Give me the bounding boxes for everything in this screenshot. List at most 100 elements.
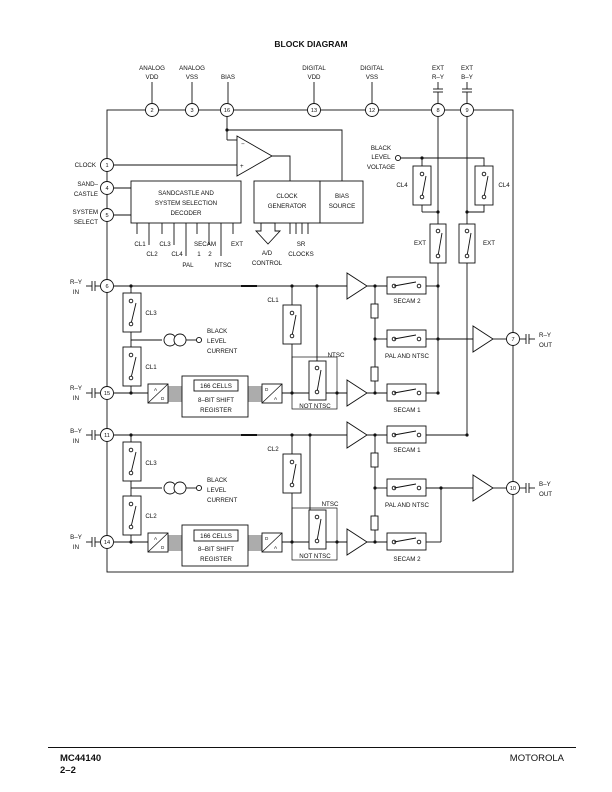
ntsc-switch-by	[308, 435, 327, 550]
footer-page-number: 2–2	[60, 765, 76, 776]
diagram-title: BLOCK DIAGRAM	[274, 39, 347, 49]
pin-digital-vss: DIGITAL VSS 12	[360, 65, 384, 117]
black-level-voltage-label: LEVEL	[371, 154, 391, 161]
da-label: A	[274, 396, 278, 401]
pin-ry-in-6: R–Y IN 6	[70, 279, 114, 296]
decoder-out-cl1: CL1	[134, 241, 146, 248]
pal-ntsc-label-ry: PAL AND NTSC	[385, 353, 430, 360]
cl3-label-by: CL3	[145, 460, 157, 467]
pin-label: IN	[73, 544, 79, 551]
pin-label: EXT	[432, 65, 444, 72]
pin-label: R–Y	[70, 385, 82, 392]
cl4-label-right: CL4	[498, 182, 510, 189]
pin-circle	[307, 103, 321, 117]
ntsc-select-frame-ry	[291, 356, 338, 410]
da-converter-ry: D A	[261, 383, 283, 404]
pin-number: 13	[311, 108, 317, 114]
cl2-label-mid-by: CL2	[267, 446, 279, 453]
pin-ry-out-7: 7 R–Y OUT	[506, 332, 552, 349]
pin-label: SAND–	[77, 181, 98, 188]
shift-register-label: REGISTER	[200, 407, 232, 414]
pin-circle	[431, 103, 445, 117]
pin-number: 11	[104, 433, 110, 439]
sr-clocks-label: SR	[297, 241, 306, 248]
decoder-out-cl2: CL2	[146, 251, 158, 258]
ad-control-label: CONTROL	[252, 260, 283, 267]
pin-ry-in-15: R–Y IN 15	[70, 385, 114, 402]
pin-ext-ry: EXT R–Y 8	[431, 65, 445, 117]
output-buffer-by	[472, 474, 494, 502]
buffer-ry-bottom	[346, 379, 368, 407]
pin-bias: BIAS 16	[220, 74, 235, 117]
not-ntsc-label-ry: NOT NTSC	[299, 403, 331, 410]
secam2-switch-ry	[386, 276, 427, 295]
pin-label: OUT	[539, 491, 552, 498]
pin-circle	[220, 103, 234, 117]
da-label: D	[265, 536, 269, 541]
pin-sublabel: VSS	[186, 74, 198, 81]
current-source-icon	[163, 481, 203, 495]
secam1-label-ry: SECAM 1	[393, 407, 421, 414]
pin-sandcastle: SAND– CASTLE 4	[74, 181, 131, 198]
shift-register-label: REGISTER	[200, 556, 232, 563]
pin-sublabel: VDD	[307, 74, 321, 81]
shift-register-label: 8–BIT SHIFT	[198, 397, 234, 404]
pin-sublabel: VDD	[145, 74, 159, 81]
pin-number: 7	[511, 337, 514, 343]
op-amp-plus: +	[240, 163, 244, 170]
pin-label: BIAS	[221, 74, 235, 81]
shift-register-cells: 166 CELLS	[200, 533, 232, 540]
pin-sublabel: B–Y	[461, 74, 473, 81]
block-label: SOURCE	[329, 203, 355, 210]
secam2-label-by: SECAM 2	[393, 556, 421, 563]
black-level-voltage-node	[394, 154, 402, 162]
cl4-switch-left	[412, 165, 432, 212]
ext-label-ry: EXT	[414, 240, 426, 247]
pin-label: B–Y	[539, 481, 551, 488]
cl4-label-left: CL4	[396, 182, 408, 189]
pal-ntsc-switch-by	[386, 478, 427, 497]
footer-part: MC44140 2–2	[60, 753, 101, 777]
resistor-divider-ry	[370, 286, 379, 393]
footer-rule	[48, 747, 576, 748]
cl1-switch-mid-ry	[282, 286, 302, 393]
buffer-by-top	[346, 421, 368, 449]
pin-number: 6	[105, 284, 108, 290]
decoder-out-ext: EXT	[231, 241, 243, 248]
ad-label: A	[154, 387, 158, 392]
pin-label: R–Y	[70, 279, 82, 286]
pin-label: OUT	[539, 342, 552, 349]
shift-register-by: 166 CELLS 8–BIT SHIFT REGISTER	[181, 524, 249, 567]
ntsc-select-frame-by	[291, 507, 338, 561]
da-label: A	[274, 545, 278, 550]
secam1-switch-ry	[386, 383, 427, 402]
ext-switch-by	[458, 223, 476, 264]
pin-number: 4	[105, 186, 108, 192]
pin-number: 16	[224, 108, 230, 114]
pin-system-select: SYSTEM SELECT 5	[73, 208, 131, 226]
resistor-icon	[370, 515, 379, 531]
ad-converter-ry: A D	[147, 383, 169, 404]
shift-register-ry: 166 CELLS 8–BIT SHIFT REGISTER	[181, 375, 249, 418]
output-buffer-ry	[472, 325, 494, 353]
pin-ext-by: EXT B–Y 9	[460, 65, 474, 117]
cl1-label-ry: CL1	[145, 364, 157, 371]
cl3-switch-ry	[122, 286, 162, 341]
pin-sublabel: R–Y	[432, 74, 444, 81]
pin-number: 8	[436, 108, 439, 114]
buffer-by-bottom	[346, 528, 368, 556]
pin-circle	[365, 103, 379, 117]
resistor-icon	[370, 366, 379, 382]
ntsc-switch-ry	[308, 286, 327, 401]
buffer-ry-top	[346, 272, 368, 300]
not-ntsc-label-by: NOT NTSC	[299, 553, 331, 560]
pin-clock: CLOCK 1	[75, 158, 114, 172]
pin-number: 2	[150, 108, 153, 114]
pin-label: IN	[73, 289, 79, 296]
block-label: SANDCASTLE AND	[158, 190, 214, 197]
cl3-switch-by	[122, 435, 162, 489]
pin-label: DIGITAL	[360, 65, 384, 72]
secam1-label-by: SECAM 1	[393, 447, 421, 454]
ad-control-arrow-icon	[254, 222, 282, 245]
pin-analog-vss: ANALOG VSS 3	[179, 65, 205, 117]
